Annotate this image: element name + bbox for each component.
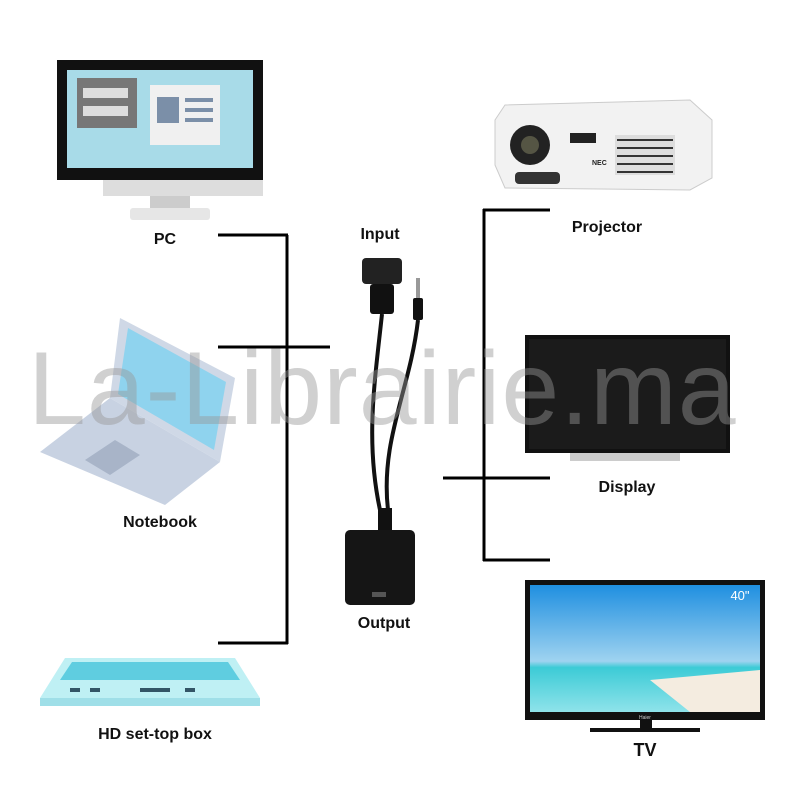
label-set-top-box: HD set-top box (98, 726, 212, 743)
tv-size-label: 40" (730, 588, 749, 603)
notebook-icon (40, 318, 235, 505)
label-output: Output (357, 615, 411, 632)
label-input: Input (360, 226, 400, 243)
label-display: Display (598, 479, 656, 496)
set-top-box-icon (40, 658, 260, 706)
projector-icon: NEC (494, 99, 713, 191)
display-icon (525, 335, 730, 461)
projector-brand: NEC (592, 160, 607, 167)
label-notebook: Notebook (123, 514, 197, 531)
tv-brand: Haier (639, 715, 651, 721)
label-tv: TV (633, 740, 657, 760)
tv-icon: 40" Haier (525, 580, 765, 732)
pc-monitor-icon (57, 60, 263, 220)
watermark: La-Librairie.ma (28, 331, 737, 447)
connection-lines (218, 208, 550, 645)
vga-hdmi-adapter-icon (345, 258, 423, 605)
label-pc: PC (153, 231, 177, 248)
label-projector: Projector (571, 219, 643, 236)
